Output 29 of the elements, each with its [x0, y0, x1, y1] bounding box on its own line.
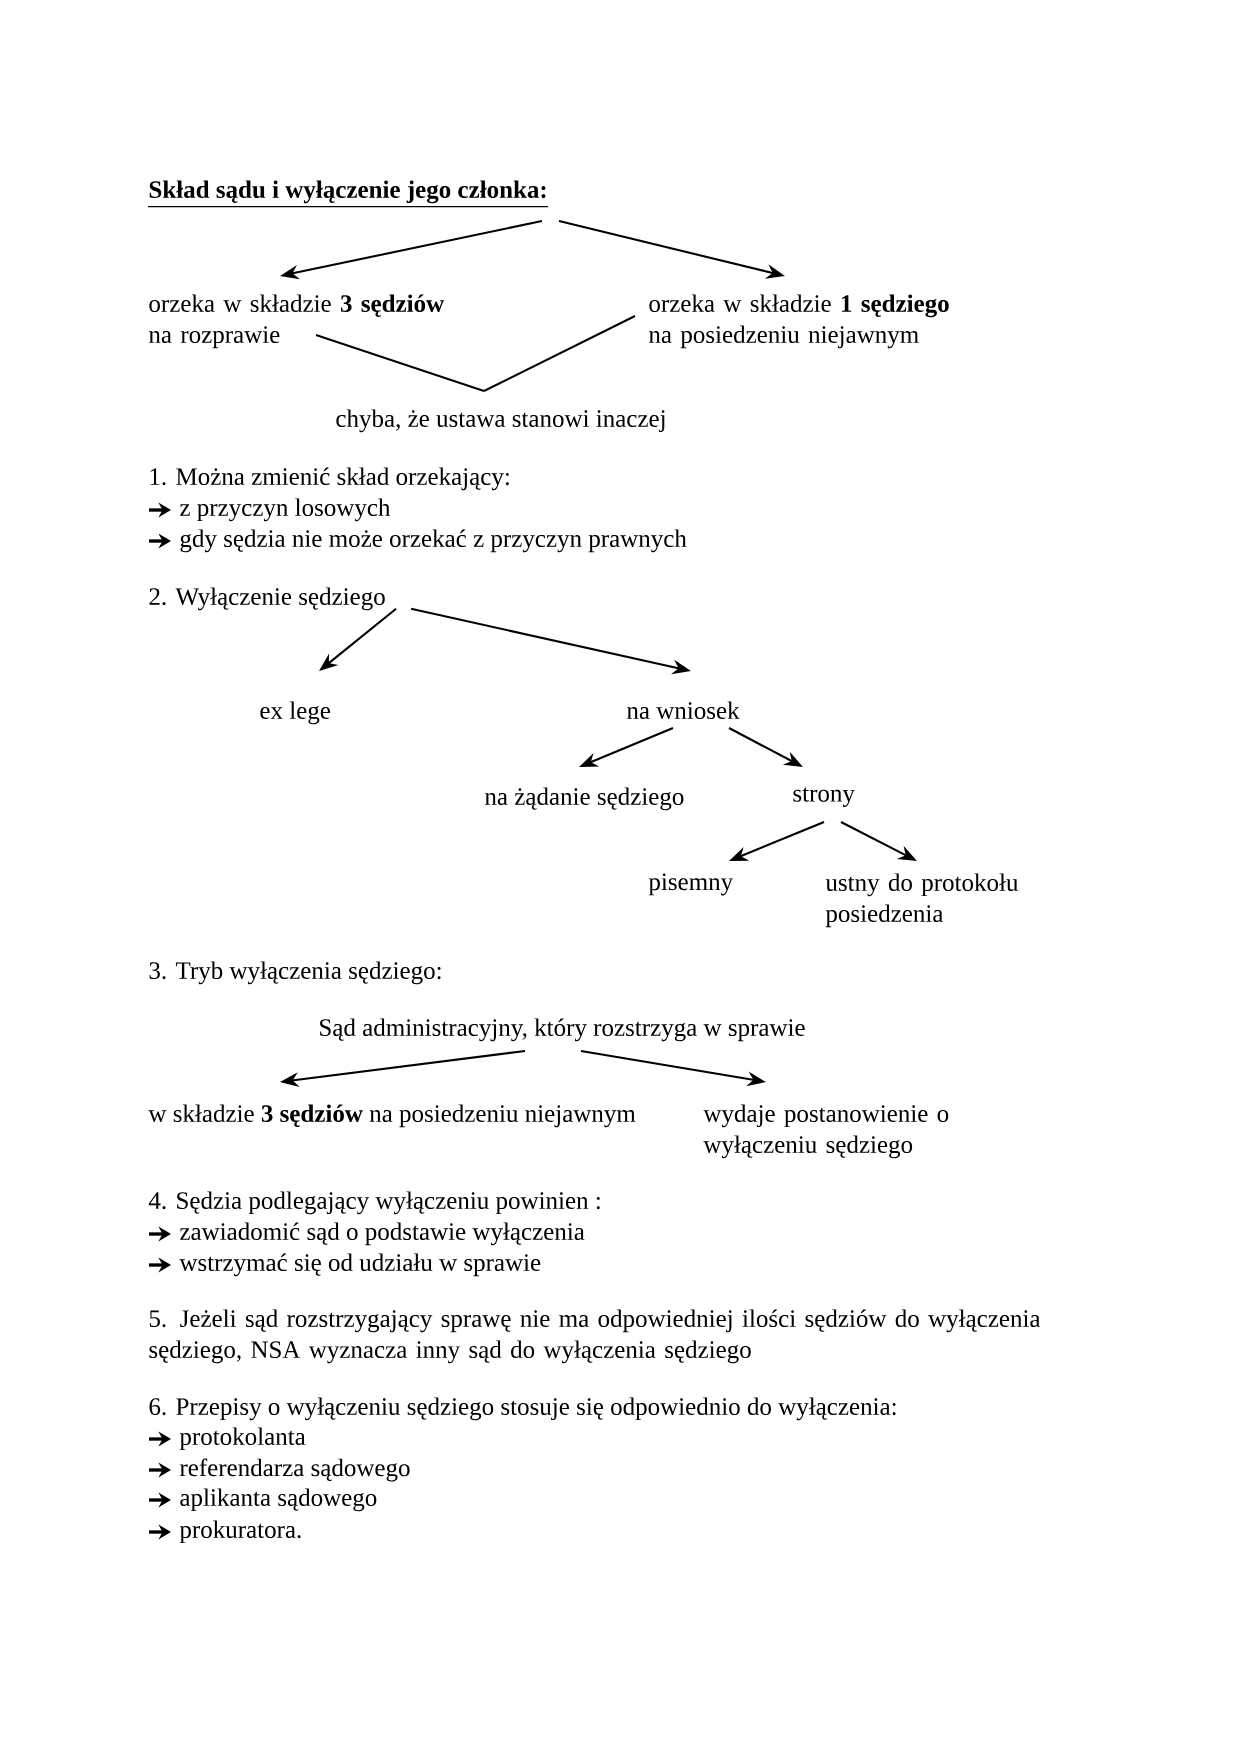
- branch-label: na żądanie sędziego: [485, 787, 684, 811]
- heading: 3. Tryb wyłączenia sędziego:: [149, 961, 441, 985]
- heading: 1. Można zmienić skład orzekający:: [150, 467, 509, 491]
- paragraph: 5. Jeżeli sąd rozstrzygający sprawę nie ma odpowiedniej ilości sędziów do wyłączenia sędziego, NSA wyznacza inny sąd do wyłączenia sędziego: [149, 1309, 1041, 1364]
- heading: 6. Przepisy o wyłączeniu sędziego stosuje się odpowiednio do wyłączenia:: [149, 1397, 896, 1421]
- heading: Skład sądu i wyłączenie jego członka:: [147, 180, 549, 208]
- list-item: protokolanta: [179, 1427, 306, 1451]
- connector-line: [483, 315, 636, 392]
- branch-label: ustny do protokołu posiedzenia: [825, 873, 1018, 928]
- branch-label: chyba, że ustawa stanowi inaczej: [336, 409, 665, 433]
- list-item: prokuratora.: [179, 1520, 301, 1544]
- branch-label: wydaje postanowienie o wyłączeniu sędziego: [703, 1104, 949, 1159]
- list-item: aplikanta sądowego: [180, 1488, 377, 1512]
- branch-label: strony: [793, 787, 855, 807]
- branch-label: ex lege: [260, 701, 331, 725]
- heading: 2. Wyłączenie sędziego: [149, 587, 385, 611]
- branch-label: pisemny: [648, 873, 734, 896]
- list-item: zawiadomić sąd o podstawie wyłączenia: [180, 1222, 585, 1246]
- branch-label: na wniosek: [627, 701, 740, 719]
- branch-label: orzeka w składzie 1 sędziego na posiedzeniu niejawnym: [649, 294, 949, 349]
- branch-label: orzeka w składzie 3 sędziów na rozprawie: [149, 294, 444, 349]
- list-item: z przyczyn losowych: [180, 498, 391, 522]
- list-item: gdy sędzia nie może orzekać z przyczyn prawnych: [180, 529, 687, 553]
- branch-label: Sąd administracyjny, który rozstrzyga w sprawie: [320, 1018, 805, 1042]
- list-item: wstrzymać się od udziału w sprawie: [179, 1253, 541, 1277]
- list-item: referendarza sądowego: [179, 1458, 410, 1482]
- branch-label: w składzie 3 sędziów na posiedzeniu niejawnym: [148, 1104, 636, 1128]
- connector-line: [315, 334, 485, 392]
- heading: 4. Sędzia podlegający wyłączeniu powinien :: [148, 1191, 600, 1215]
